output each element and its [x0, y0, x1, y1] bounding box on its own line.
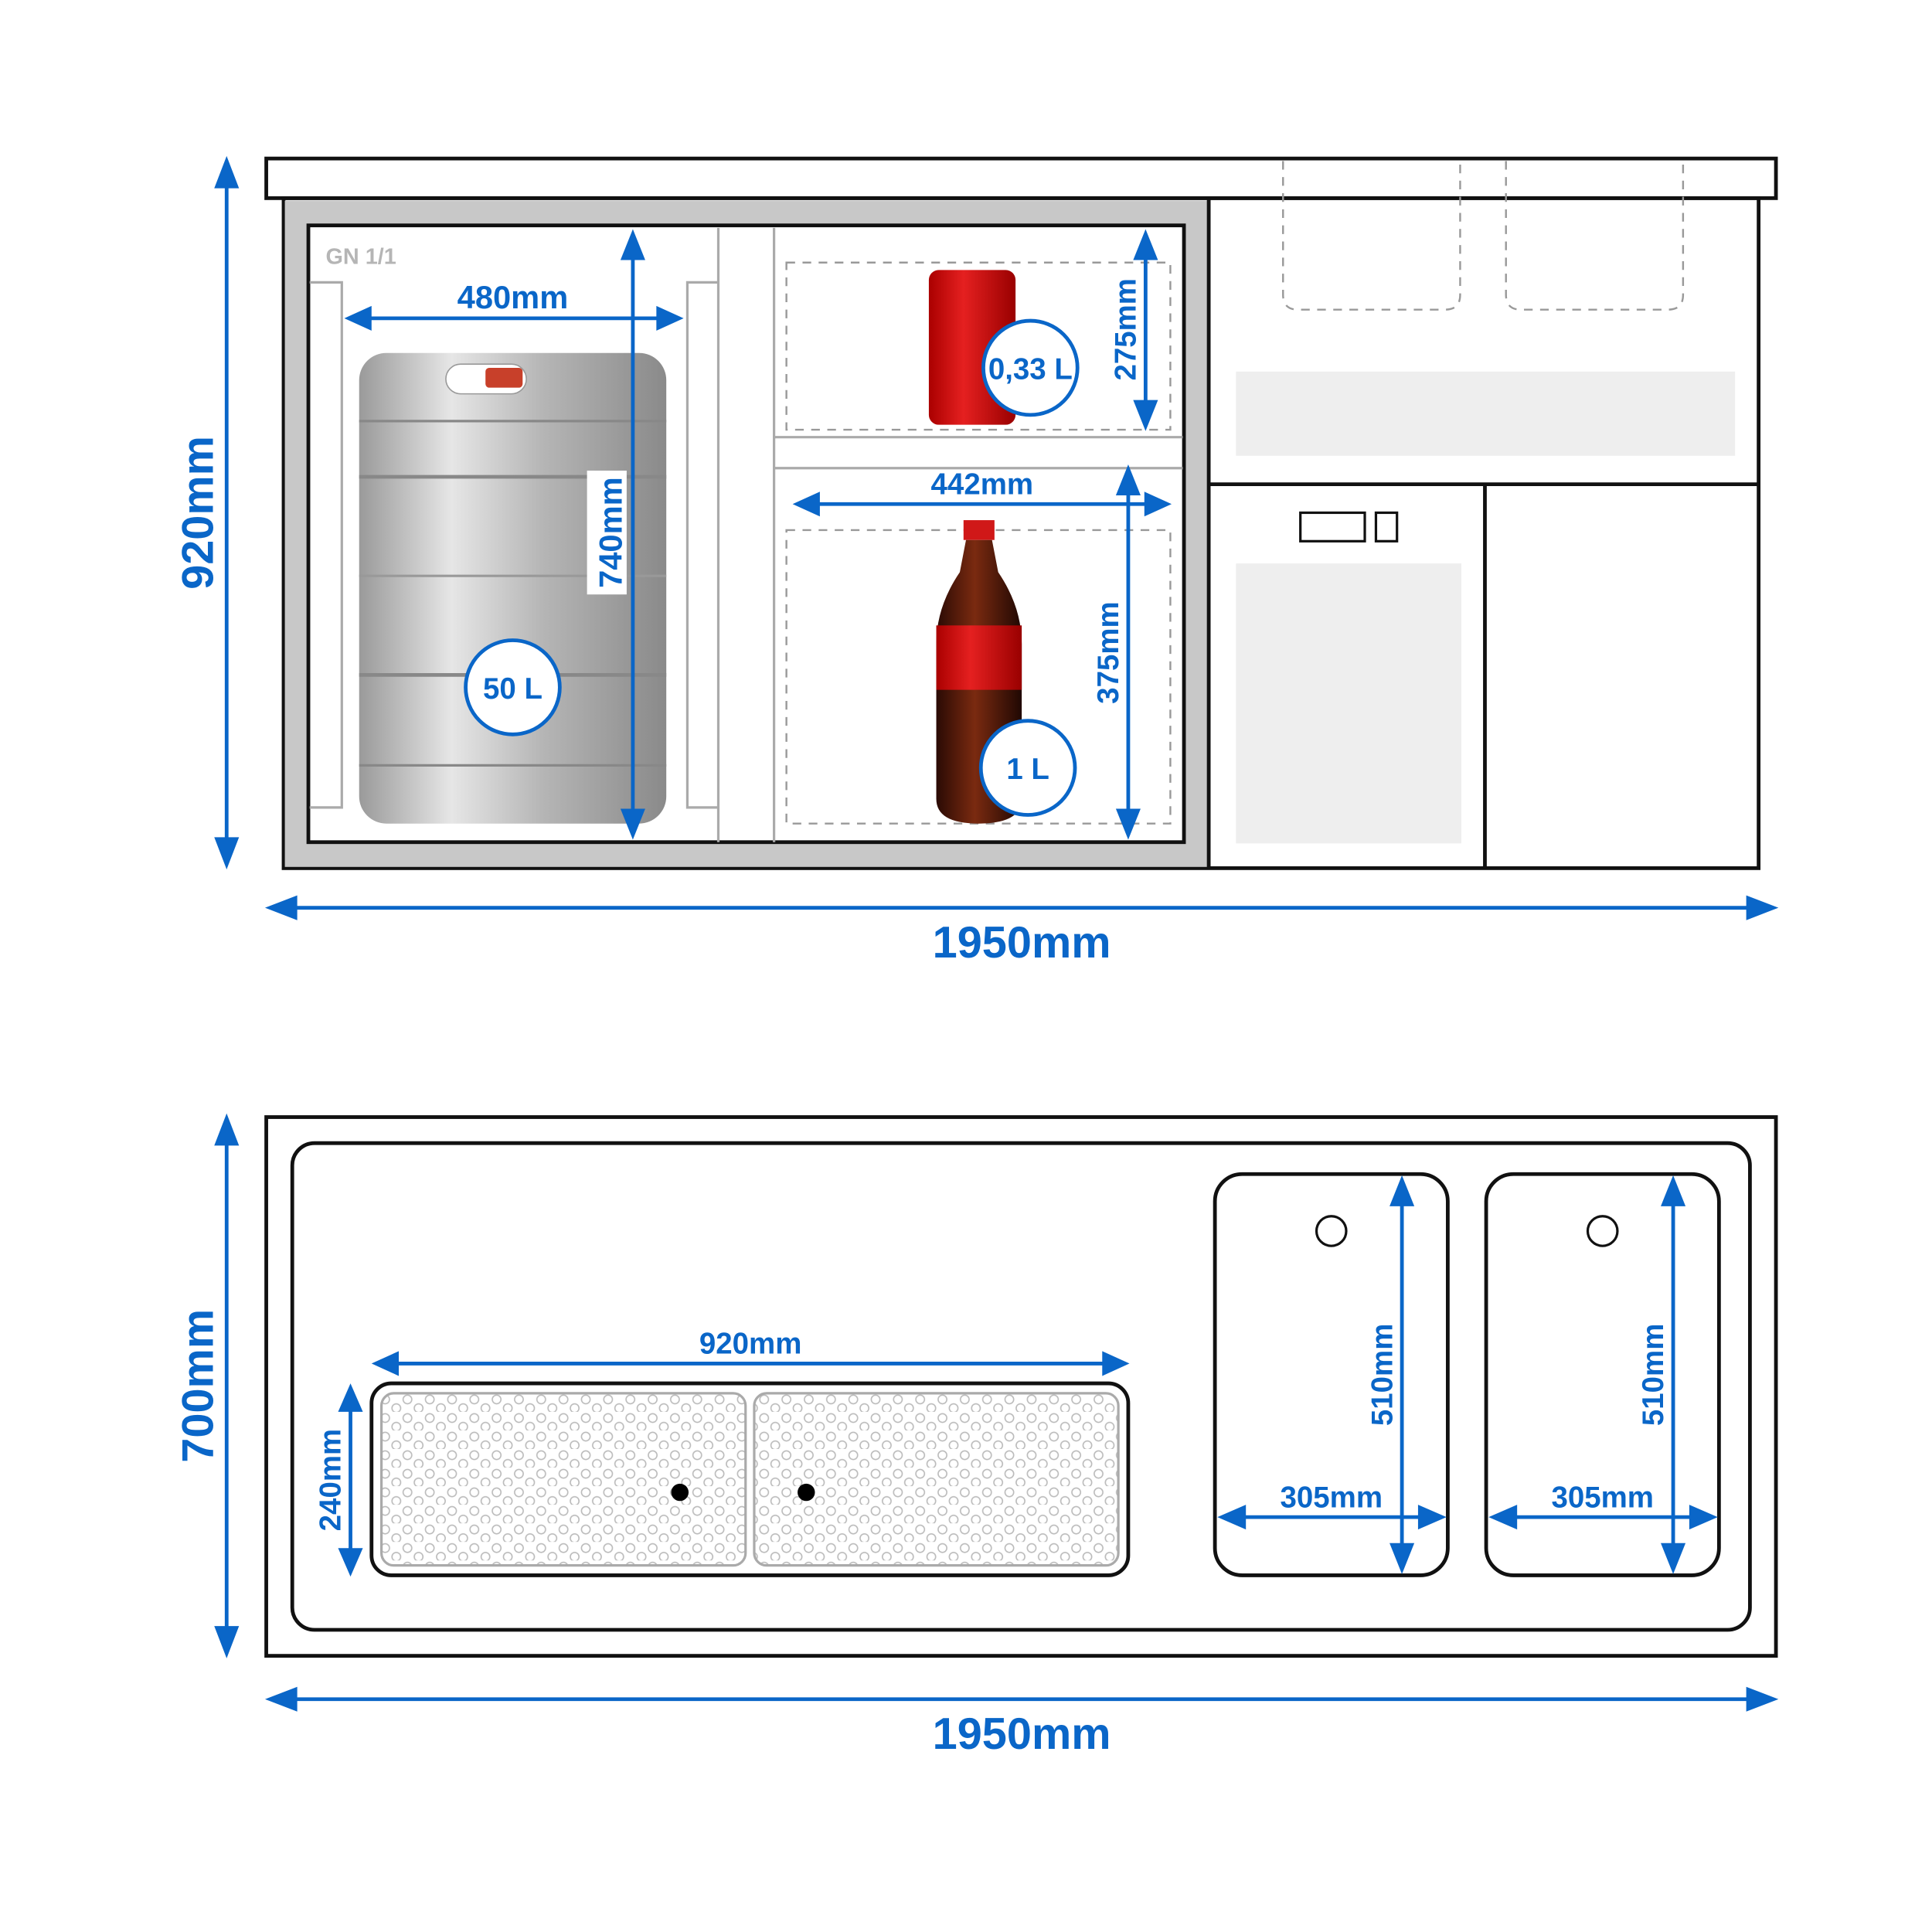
- top-view: 920mm 240mm 510mm 305mm 510mm 305mm 700m…: [174, 1113, 1779, 1759]
- keg-height-label: 740mm: [592, 477, 628, 588]
- sink-1: [1213, 1172, 1450, 1577]
- power-switch: [1374, 511, 1399, 543]
- bottle-shelf-width-label: 442mm: [931, 468, 1034, 501]
- sink-2: [1484, 1172, 1721, 1577]
- bottle-shelf-height-label: 375mm: [1092, 601, 1125, 704]
- sink-2-width-label: 305mm: [1551, 1481, 1654, 1514]
- sink-1-depth-label: 510mm: [1366, 1324, 1399, 1427]
- cabinet-body: [281, 196, 1761, 870]
- keg-volume-label: 50 L: [483, 672, 543, 706]
- sink-2-depth-label: 510mm: [1637, 1324, 1670, 1427]
- drip-tray-depth-label: 240mm: [315, 1429, 348, 1532]
- sink-1-width-label: 305mm: [1280, 1481, 1383, 1514]
- top-depth-label: 700mm: [174, 1309, 223, 1463]
- gn-label: GN 1/1: [325, 244, 396, 269]
- drip-tray-width-label: 920mm: [699, 1328, 802, 1361]
- control-display: [1299, 511, 1366, 543]
- keg-width-label: 480mm: [457, 279, 569, 315]
- drain-icon: [1315, 1215, 1348, 1247]
- countertop: [264, 156, 1778, 200]
- can-shelf-height-label: 275mm: [1110, 278, 1143, 381]
- bottle-volume-label: 1 L: [1006, 753, 1049, 786]
- keg-volume-badge: [464, 638, 562, 736]
- drip-tray: [369, 1381, 1131, 1577]
- drain-icon: [1586, 1215, 1619, 1247]
- can-volume-label: 0,33 L: [988, 352, 1073, 386]
- front-width-label: 1950mm: [933, 918, 1111, 968]
- front-height-label: 920mm: [174, 436, 223, 590]
- front-view: GN 1/1 480mm 740mm 50 L 0,33 L 275mm 1 L…: [174, 155, 1779, 968]
- top-width-label: 1950mm: [933, 1709, 1111, 1759]
